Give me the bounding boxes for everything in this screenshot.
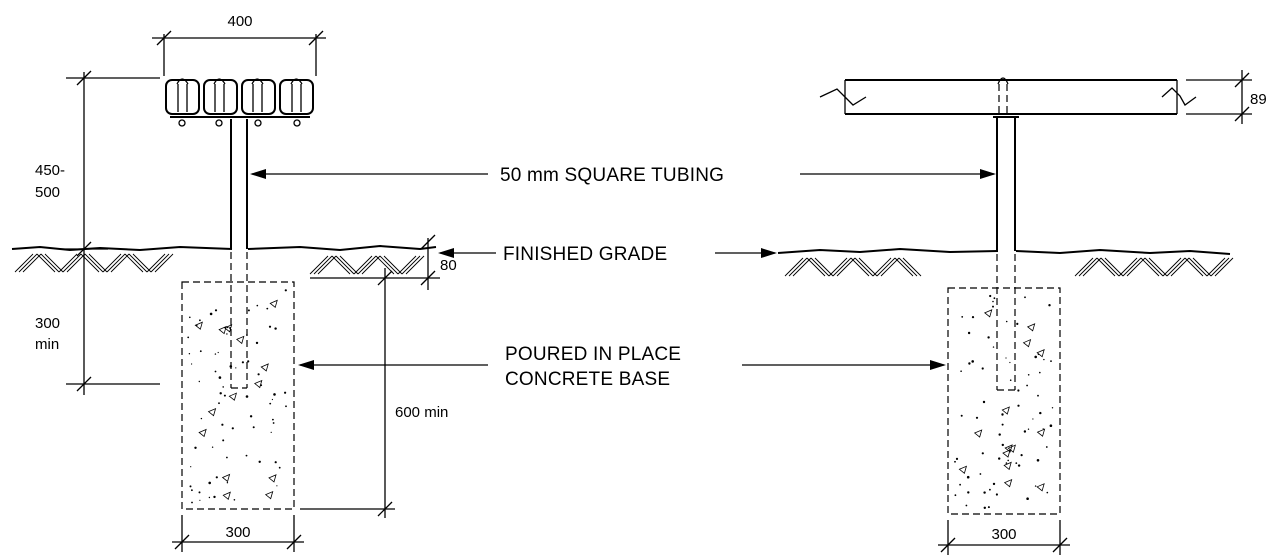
dim-rail-width (152, 30, 326, 76)
rail-module-3 (241, 78, 276, 127)
right-rail-beam (819, 77, 1197, 115)
dim-embed-label-line2: min (35, 336, 59, 353)
dim-rail-height (1186, 70, 1252, 124)
left-ground-hatch (14, 253, 425, 275)
rail-module-2 (203, 78, 238, 127)
callout-concrete-label-line2: CONCRETE BASE (505, 369, 670, 390)
callout-concrete-label-line1: POURED IN PLACE (505, 344, 681, 365)
rail-module-4 (279, 78, 314, 127)
dim-base-depth-label: 600 min (395, 404, 448, 421)
dim-base-width-left-label: 300 (225, 524, 250, 541)
dim-recess-label: 80 (440, 257, 457, 274)
right-concrete-base (947, 287, 1061, 515)
callout-concrete (298, 360, 946, 370)
dim-embed-label-line1: 300 (35, 315, 60, 332)
callout-tubing-label: 50 mm SQUARE TUBING (500, 165, 724, 186)
dim-height-label-line1: 450- (35, 162, 65, 179)
right-finished-grade-line (777, 247, 1231, 255)
left-concrete-base (181, 281, 295, 510)
left-concrete-aggregate (187, 289, 287, 504)
left-rail-modules (165, 78, 314, 127)
dim-rail-height-label: 89 (1250, 91, 1267, 108)
dim-base-width-left (172, 515, 304, 552)
right-square-tube-post (993, 116, 1019, 391)
right-concrete-aggregate (954, 294, 1054, 509)
callout-tubing (250, 169, 996, 179)
dim-base-width-right (938, 520, 1070, 555)
rail-module-1 (165, 78, 200, 127)
callout-grade-label: FINISHED GRADE (503, 244, 667, 265)
dim-base-depth (300, 268, 395, 518)
dim-height-label-line2: 500 (35, 184, 60, 201)
dim-left-vertical (60, 70, 160, 395)
left-finished-grade-line (11, 244, 437, 252)
dim-rail-width-label: 400 (227, 13, 252, 30)
left-elevation: 400 450- 500 300 min 80 (11, 13, 457, 552)
right-ground-hatch (784, 257, 1234, 277)
callout-grade (438, 248, 777, 258)
left-square-tube-post (230, 119, 248, 389)
right-elevation: 89 300 (777, 70, 1267, 555)
dim-recess (310, 234, 440, 290)
dim-base-width-right-label: 300 (991, 526, 1016, 543)
